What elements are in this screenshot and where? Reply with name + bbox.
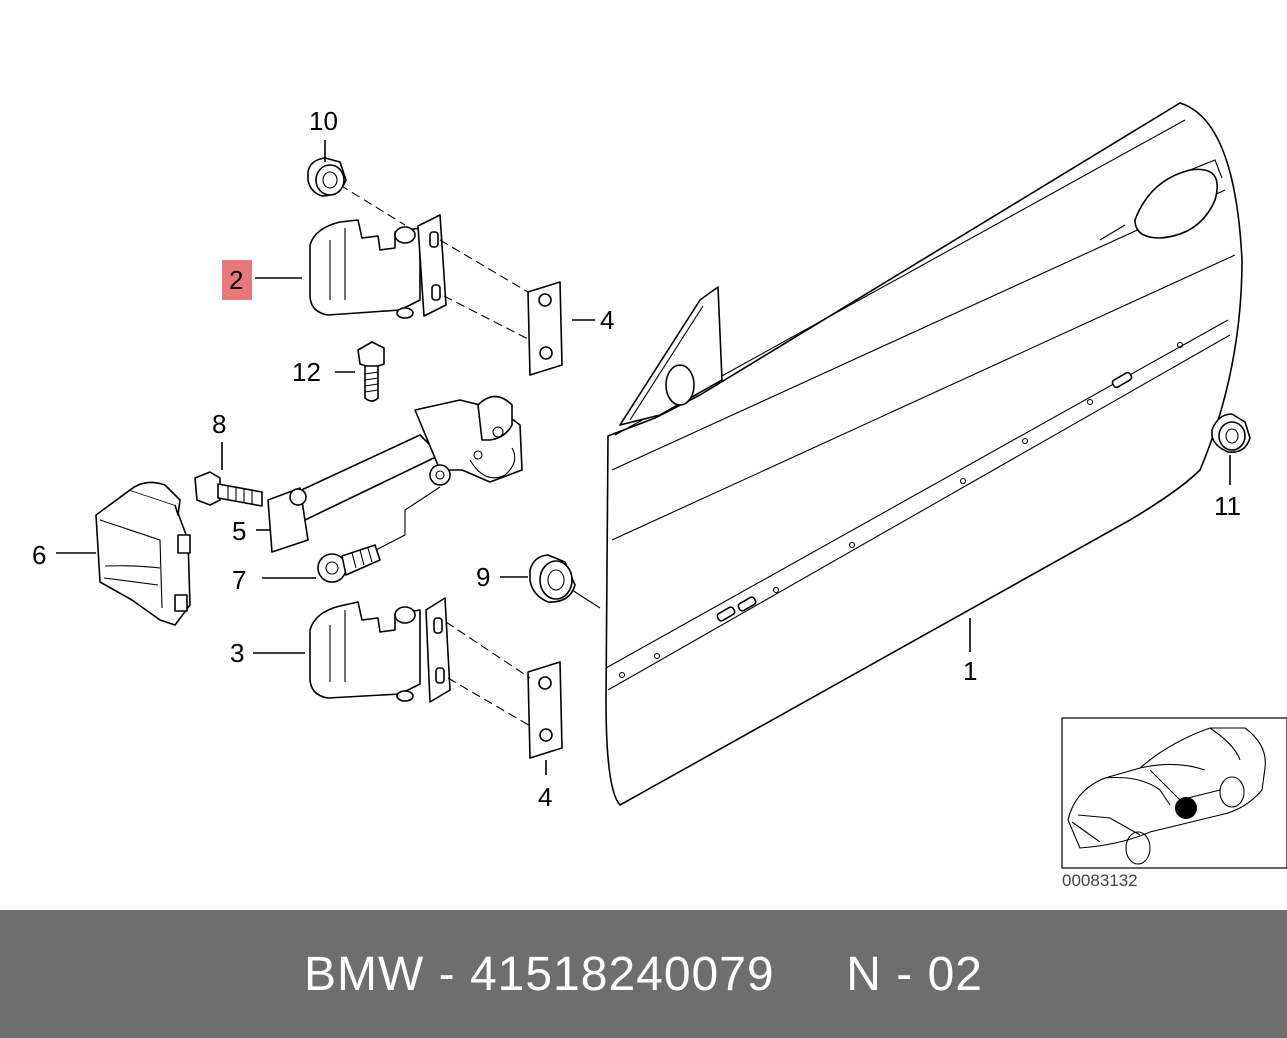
plate-upper	[527, 281, 563, 376]
callout-3: 3	[230, 638, 244, 668]
leader-lines	[56, 140, 1231, 775]
callout-1: 1	[963, 656, 977, 686]
callout-6: 6	[32, 540, 46, 570]
bolt-7	[317, 544, 381, 583]
callout-11: 11	[1214, 491, 1241, 521]
door-panel	[605, 102, 1243, 806]
inset-reference-number: 00083132	[1062, 871, 1138, 890]
callout-5: 5	[232, 516, 246, 546]
callout-12: 12	[292, 357, 321, 387]
lower-hinge	[309, 597, 451, 703]
door-check-strap	[267, 395, 523, 553]
highlight-box	[222, 260, 252, 300]
bolt-8	[194, 471, 263, 507]
bolt-12	[357, 341, 385, 402]
seal-boot-6	[95, 481, 191, 626]
location-marker-dot	[1175, 797, 1197, 819]
upper-hinge	[309, 214, 447, 319]
callout-labels: 10 2 4 12 8 5 6 7 9 3 4 1 11	[32, 106, 1241, 812]
car-location-inset	[1061, 717, 1287, 869]
footer-banner: BMW - 41518240079 N - 02	[0, 910, 1287, 1038]
callout-7: 7	[232, 565, 246, 595]
grommet-9	[529, 554, 576, 603]
callout-8: 8	[212, 409, 226, 439]
part-number-caption: BMW - 41518240079 N - 02	[304, 947, 983, 1001]
grommet-11	[1211, 413, 1251, 454]
callout-4-upper: 4	[600, 305, 614, 335]
parts-diagram: 10 2 4 12 8 5 6 7 9 3 4 1 11 00083132	[32, 102, 1287, 890]
grommet-10	[307, 157, 347, 197]
callout-10: 10	[309, 106, 338, 136]
callout-9: 9	[476, 562, 490, 592]
plate-lower	[527, 661, 563, 759]
callout-2: 2	[229, 265, 243, 295]
callout-4-lower: 4	[538, 782, 552, 812]
